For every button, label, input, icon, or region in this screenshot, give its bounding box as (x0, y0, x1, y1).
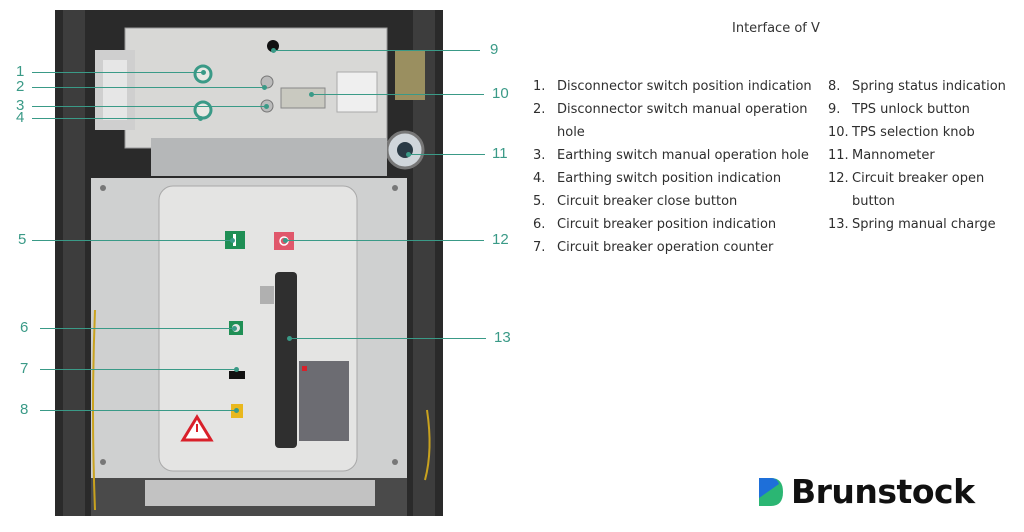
callout-dot-9 (271, 48, 276, 53)
callout-line-12 (286, 240, 484, 241)
brand-logo: Brunstock (757, 472, 975, 511)
legend-number: 1. (533, 79, 546, 94)
callout-dot-6 (232, 326, 237, 331)
legend-label: Circuit breaker position indication (557, 217, 777, 232)
legend-label: Disconnector switch manual operation (557, 102, 808, 117)
legend-item: 4. Earthing switch position indication (533, 167, 823, 190)
legend-column-1: 1. Disconnector switch position indicatio… (533, 75, 823, 259)
legend-label: Disconnector switch position indication (557, 79, 812, 94)
callout-line-2 (32, 87, 264, 88)
legend-number: 7. (533, 240, 546, 255)
legend-number: 13. (828, 217, 849, 232)
legend-label: Circuit breaker operation counter (557, 240, 774, 255)
legend-item: 2. Disconnector switch manual operation (533, 98, 823, 121)
legend-label: Spring manual charge (852, 217, 996, 232)
legend-item: 6. Circuit breaker position indication (533, 213, 823, 236)
callout-line-11 (409, 154, 485, 155)
legend-number: 4. (533, 171, 546, 186)
callout-number-13: 13 (494, 329, 511, 346)
callout-line-6 (40, 328, 234, 329)
callout-dot-4 (198, 116, 203, 121)
legend-item: 8. Spring status indication (828, 75, 1020, 98)
legend-label: hole (557, 125, 585, 140)
callout-dot-13 (287, 336, 292, 341)
callout-dot-2 (262, 85, 267, 90)
legend-item: 11.Mannometer (828, 144, 1020, 167)
legend-number: 9. (828, 102, 841, 117)
callout-number-7: 7 (20, 360, 29, 377)
callout-line-4 (32, 118, 200, 119)
callout-number-3: 3 (16, 97, 25, 114)
legend-label: Circuit breaker open button (852, 171, 985, 209)
callout-line-3 (32, 106, 266, 107)
legend-item: 10.TPS selection knob (828, 121, 1020, 144)
legend-item: 9. TPS unlock button (828, 98, 1020, 121)
page-title: Interface of V (732, 21, 820, 36)
legend-number: 3. (533, 148, 546, 163)
legend-item: 3. Earthing switch manual operation hole (533, 144, 823, 167)
callout-dot-7 (234, 367, 239, 372)
callout-line-8 (40, 410, 236, 411)
legend-label: Spring status indication (852, 79, 1006, 94)
brunstock-logo-icon (759, 477, 783, 506)
callout-dot-1 (201, 70, 206, 75)
callout-number-8: 8 (20, 401, 29, 418)
callout-line-13 (290, 338, 486, 339)
legend-number: 8. (828, 79, 841, 94)
callout-number-6: 6 (20, 319, 29, 336)
legend-item: 13.Spring manual charge (828, 213, 1020, 236)
legend-number (533, 121, 557, 144)
legend-number: 11. (828, 148, 849, 163)
legend-item: 1. Disconnector switch position indicatio… (533, 75, 823, 98)
callout-number-11: 11 (492, 145, 508, 162)
callout-number-9: 9 (490, 41, 499, 58)
legend-label: Earthing switch position indication (557, 171, 782, 186)
callout-dot-3 (264, 104, 269, 109)
legend-number: 2. (533, 102, 546, 117)
legend-label: TPS unlock button (852, 102, 970, 117)
callout-number-5: 5 (18, 231, 27, 248)
legend-item: 12.Circuit breaker open button (828, 167, 1020, 213)
legend-column-2: 8. Spring status indication 9. TPS unlock … (828, 75, 1020, 236)
callout-line-5 (32, 240, 232, 241)
switchgear-photo (55, 10, 443, 516)
legend-item: 5. Circuit breaker close button (533, 190, 823, 213)
legend-number: 6. (533, 217, 546, 232)
legend-number: 12. (828, 171, 849, 186)
switchgear-illustration (55, 10, 443, 516)
callout-dot-8 (234, 408, 239, 413)
callout-dot-12 (283, 238, 288, 243)
callout-line-1 (32, 72, 203, 73)
legend-item: hole (533, 121, 823, 144)
legend-label: Circuit breaker close button (557, 194, 738, 209)
callout-number-4: 4 (16, 109, 25, 126)
callout-dot-5 (230, 238, 235, 243)
callout-number-10: 10 (492, 85, 509, 102)
legend-label: Mannometer (852, 148, 935, 163)
callout-line-9 (274, 50, 480, 51)
legend-label: Earthing switch manual operation hole (557, 148, 809, 163)
callout-dot-11 (406, 152, 411, 157)
legend-number: 10. (828, 125, 849, 140)
legend-label: TPS selection knob (852, 125, 975, 140)
callout-number-12: 12 (492, 231, 509, 248)
callout-dot-10 (309, 92, 314, 97)
brand-name: Brunstock (791, 472, 975, 511)
callout-number-2: 2 (16, 78, 25, 95)
legend-item: 7. Circuit breaker operation counter (533, 236, 823, 259)
callout-number-1: 1 (16, 63, 25, 80)
callout-line-7 (40, 369, 236, 370)
callout-line-10 (312, 94, 484, 95)
legend-number: 5. (533, 194, 546, 209)
